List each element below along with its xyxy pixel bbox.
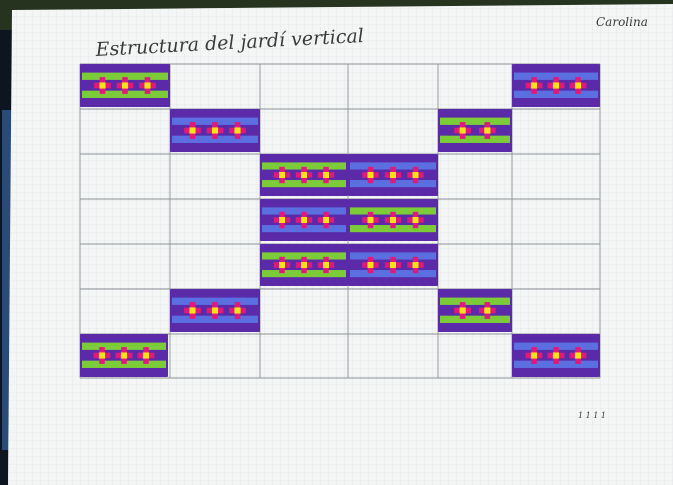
- module-stripe: [440, 136, 510, 143]
- flower-center: [575, 352, 581, 358]
- flower-center: [323, 172, 329, 178]
- flower-center: [390, 172, 396, 178]
- planter-module: [170, 289, 260, 332]
- flower-center: [212, 127, 218, 133]
- module-stripe: [440, 298, 510, 305]
- planter-module: [170, 109, 260, 152]
- flower-center: [412, 172, 418, 178]
- flower-center: [122, 82, 128, 88]
- flower-center: [531, 352, 537, 358]
- module-stripe: [440, 118, 510, 125]
- planter-module: [438, 289, 512, 332]
- flower-center: [484, 307, 490, 313]
- flower-center: [144, 82, 150, 88]
- flower-center: [553, 82, 559, 88]
- flower-center: [367, 262, 373, 268]
- flower-center: [212, 307, 218, 313]
- flower-center: [234, 307, 240, 313]
- flower-center: [531, 82, 537, 88]
- flower-center: [412, 217, 418, 223]
- flower-center: [323, 217, 329, 223]
- flower-center: [279, 217, 285, 223]
- flower-center: [390, 262, 396, 268]
- flower-center: [323, 262, 329, 268]
- flower-center: [279, 172, 285, 178]
- planter-module: [438, 109, 512, 152]
- flower-center: [99, 352, 105, 358]
- module-body: [438, 109, 512, 152]
- flower-center: [301, 262, 307, 268]
- flower-center: [460, 127, 466, 133]
- planter-module: [348, 244, 438, 286]
- module-stripe: [440, 316, 510, 323]
- planter-module: [260, 199, 348, 241]
- planter-module: [260, 154, 348, 196]
- flower-center: [367, 172, 373, 178]
- planter-module: [348, 199, 438, 241]
- planter-module: [80, 64, 170, 107]
- flower-center: [189, 307, 195, 313]
- flower-center: [412, 262, 418, 268]
- flower-center: [301, 217, 307, 223]
- flower-center: [143, 352, 149, 358]
- planter-module: [260, 244, 348, 286]
- planter-module: [512, 334, 600, 377]
- planter-module: [348, 154, 438, 196]
- flower-center: [279, 262, 285, 268]
- flower-center: [99, 82, 105, 88]
- flower-center: [234, 127, 240, 133]
- flower-center: [484, 127, 490, 133]
- module-body: [438, 289, 512, 332]
- flower-center: [390, 217, 396, 223]
- flower-center: [121, 352, 127, 358]
- flower-center: [301, 172, 307, 178]
- signature: Carolina: [596, 15, 648, 29]
- flower-center: [575, 82, 581, 88]
- planter-module: [80, 334, 168, 377]
- planter-module: [512, 64, 600, 107]
- flower-center: [189, 127, 195, 133]
- flower-center: [460, 307, 466, 313]
- flower-center: [553, 352, 559, 358]
- footnote-marks: 1 1 1 1: [578, 411, 606, 420]
- flower-center: [367, 217, 373, 223]
